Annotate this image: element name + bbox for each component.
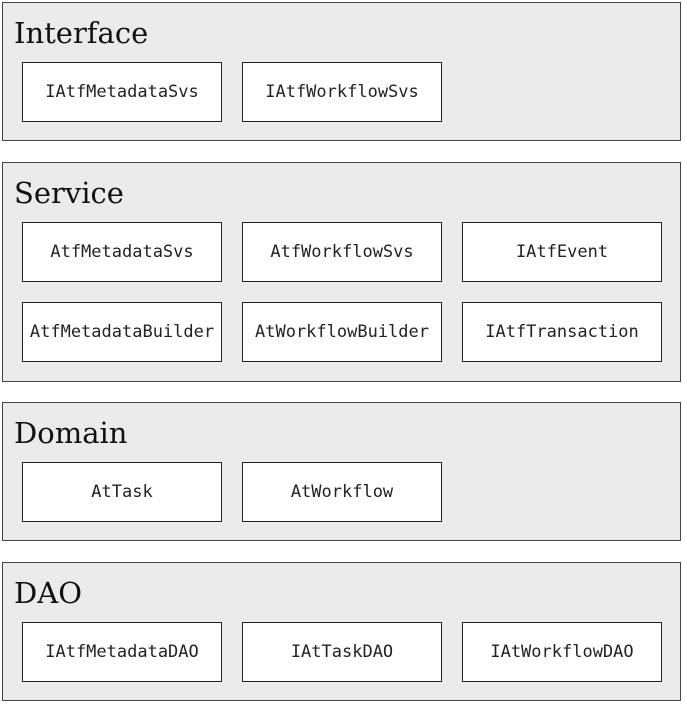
box-atfmetadatasvs: AtfMetadataSvs <box>22 222 222 282</box>
box-iatfevent: IAtfEvent <box>462 222 662 282</box>
box-iatfmetadatasvs: IAtfMetadataSvs <box>22 62 222 122</box>
box-iatftransaction: IAtfTransaction <box>462 302 662 362</box>
box-atworkflowbuilder: AtWorkflowBuilder <box>242 302 442 362</box>
box-attask: AtTask <box>22 462 222 522</box>
box-atfworkflowsvs: AtfWorkflowSvs <box>242 222 442 282</box>
box-iatfworkflowsvs: IAtfWorkflowSvs <box>242 62 442 122</box>
box-iatfmetadatadao: IAtfMetadataDAO <box>22 622 222 682</box>
dao-layer: DAO IAtfMetadataDAO IAtTaskDAO IAtWorkfl… <box>2 562 681 701</box>
box-iatworkflowdao: IAtWorkflowDAO <box>462 622 662 682</box>
dao-layer-title: DAO <box>14 576 82 610</box>
box-atfmetadatabuilder: AtfMetadataBuilder <box>22 302 222 362</box>
interface-layer: Interface IAtfMetadataSvs IAtfWorkflowSv… <box>2 2 681 141</box>
box-atworkflow: AtWorkflow <box>242 462 442 522</box>
domain-layer-title: Domain <box>14 416 128 450</box>
box-iattaskdao: IAtTaskDAO <box>242 622 442 682</box>
service-layer-title: Service <box>14 176 124 210</box>
service-layer: Service AtfMetadataSvs AtfWorkflowSvs IA… <box>2 162 681 382</box>
domain-layer: Domain AtTask AtWorkflow <box>2 402 681 541</box>
interface-layer-title: Interface <box>14 16 149 50</box>
